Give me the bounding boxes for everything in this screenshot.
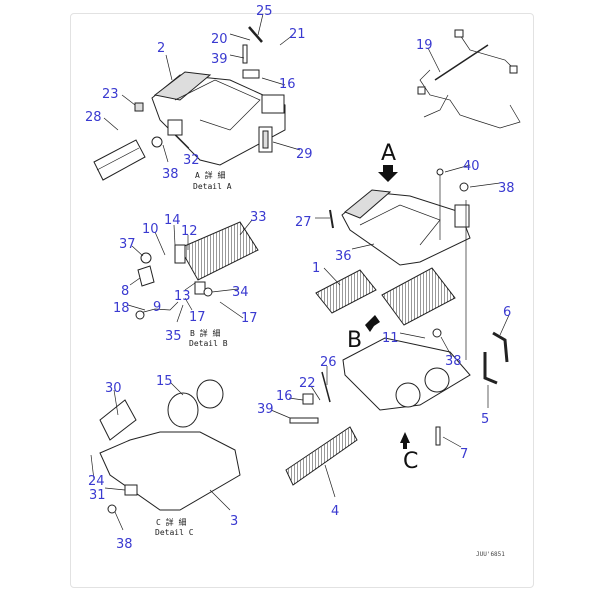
callout-34: 34 — [232, 285, 249, 300]
callout-8: 8 — [121, 284, 129, 299]
callout-20: 20 — [211, 32, 228, 47]
callout-22: 22 — [299, 376, 316, 391]
callout-9: 9 — [153, 300, 161, 315]
callout-18: 18 — [113, 301, 130, 316]
callout-3: 3 — [230, 514, 238, 529]
callout-10: 10 — [142, 222, 159, 237]
upper-case-detail-a — [93, 26, 286, 181]
view-arrow-a-label: A — [381, 141, 396, 166]
callout-16: 16 — [276, 389, 293, 404]
blower-detail-c — [99, 379, 241, 514]
callout-2: 2 — [157, 41, 165, 56]
callout-38: 38 — [116, 537, 133, 552]
callout-32: 32 — [183, 153, 200, 168]
callout-36: 36 — [335, 249, 352, 264]
view-arrow-b-label: B — [347, 328, 362, 353]
callout-26: 26 — [320, 355, 337, 370]
callout-5: 5 — [481, 412, 489, 427]
callout-35: 35 — [165, 329, 182, 344]
callout-38: 38 — [445, 354, 462, 369]
air-conditioner-unit — [285, 168, 509, 486]
callout-38: 38 — [162, 167, 179, 182]
view-arrow-c-label: C — [403, 449, 418, 474]
callout-30: 30 — [105, 381, 122, 396]
detail-c-caption-jp: C 詳 細 — [156, 517, 186, 527]
drawing-code: JUU'6851 — [476, 551, 505, 558]
leader-lines — [90, 13, 510, 531]
callout-16: 16 — [279, 77, 296, 92]
callout-12: 12 — [181, 224, 198, 239]
detail-b-caption-jp: B 詳 細 — [190, 328, 220, 338]
callout-37: 37 — [119, 237, 136, 252]
callout-1: 1 — [312, 261, 320, 276]
callout-17: 17 — [241, 311, 258, 326]
callout-19: 19 — [416, 38, 433, 53]
callout-27: 27 — [295, 215, 312, 230]
detail-a-caption: Detail A — [193, 182, 232, 191]
callout-17: 17 — [189, 310, 206, 325]
callout-25: 25 — [256, 4, 273, 19]
callout-39: 39 — [257, 402, 274, 417]
callout-21: 21 — [289, 27, 306, 42]
evaporator-detail-b — [135, 221, 259, 320]
callout-38: 38 — [498, 181, 515, 196]
detail-b-caption: Detail B — [189, 339, 228, 348]
callout-28: 28 — [85, 110, 102, 125]
callout-29: 29 — [296, 147, 313, 162]
callout-6: 6 — [503, 305, 511, 320]
callout-4: 4 — [331, 504, 339, 519]
callout-23: 23 — [102, 87, 119, 102]
callout-24: 24 — [88, 474, 105, 489]
callout-15: 15 — [156, 374, 173, 389]
detail-c-caption: Detail C — [155, 528, 194, 537]
callout-31: 31 — [89, 488, 106, 503]
callout-7: 7 — [460, 447, 468, 462]
callout-33: 33 — [250, 210, 267, 225]
callout-13: 13 — [174, 289, 191, 304]
callout-39: 39 — [211, 52, 228, 67]
wiring-harness — [417, 29, 521, 129]
callout-labels: 25 20 21 39 2 16 23 28 32 38 29 19 40 38… — [85, 4, 515, 552]
callout-40: 40 — [463, 159, 480, 174]
detail-a-caption-jp: A 詳 細 — [195, 170, 225, 180]
callout-11: 11 — [382, 331, 399, 346]
view-arrows — [365, 165, 410, 449]
callout-14: 14 — [164, 213, 181, 228]
